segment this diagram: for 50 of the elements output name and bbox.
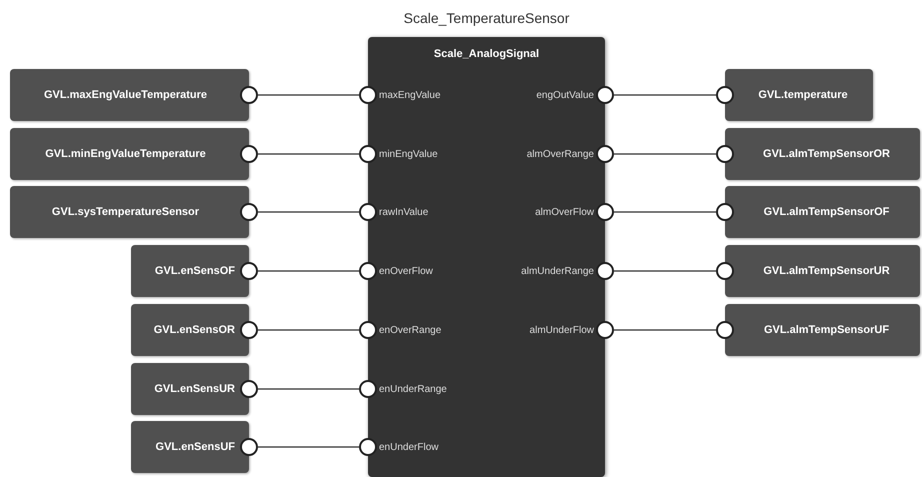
connector-line xyxy=(614,270,716,272)
connector-line xyxy=(258,446,359,448)
variable-name: GVL.temperature xyxy=(758,89,848,101)
connector-line xyxy=(258,270,359,272)
connector-line xyxy=(258,329,359,331)
variable-name: GVL.maxEngValueTemperature xyxy=(44,89,208,101)
pin-label: enUnderFlow xyxy=(379,442,438,452)
variable-name: GVL.minEngValueTemperature xyxy=(45,148,206,160)
variable-name: GVL.enSensOF xyxy=(154,265,235,277)
pin-label: enOverRange xyxy=(379,324,442,336)
connector-line xyxy=(258,153,359,155)
pin-label: engOutValue xyxy=(536,90,594,100)
pin xyxy=(359,380,447,398)
pin xyxy=(359,145,438,163)
pin xyxy=(359,203,428,221)
pin xyxy=(535,203,614,221)
pin-label: maxEngValue xyxy=(379,90,441,100)
connector-line xyxy=(258,388,359,390)
pin-label: minEngValue xyxy=(379,148,438,160)
connector-line xyxy=(614,211,716,213)
pin xyxy=(526,145,614,163)
pin-label: enUnderRange xyxy=(379,384,447,394)
connector-line xyxy=(614,94,716,96)
pin xyxy=(521,262,614,280)
variable-name: GVL.enSensOR xyxy=(154,324,235,336)
pin xyxy=(536,86,614,104)
variable-name: GVL.sysTemperatureSensor xyxy=(52,206,200,218)
pin xyxy=(359,262,433,280)
pin xyxy=(359,86,441,104)
connector-line xyxy=(258,94,359,96)
pin-label: almUnderFlow xyxy=(530,324,594,336)
connector-line xyxy=(258,211,359,213)
diagram-title: Scale_TemperatureSensor xyxy=(402,10,570,26)
connector-line xyxy=(614,329,716,331)
pin xyxy=(359,321,442,339)
pin-label: rawInValue xyxy=(379,206,428,218)
pin-label: almUnderRange xyxy=(521,266,594,276)
variable-name: GVL.almTempSensorOF xyxy=(764,206,890,218)
variable-name: GVL.almTempSensorOR xyxy=(763,148,890,160)
variable-name: GVL.enSensUR xyxy=(154,383,235,395)
variable-name: GVL.enSensUF xyxy=(156,441,235,453)
variable-name: GVL.almTempSensorUR xyxy=(763,265,890,277)
pin xyxy=(530,321,614,339)
pin-label: enOverFlow xyxy=(379,266,433,276)
pin-label: almOverFlow xyxy=(535,206,594,218)
block-name: Scale_AnalogSignal xyxy=(432,48,540,60)
connector-line xyxy=(614,153,716,155)
pin-label: almOverRange xyxy=(526,148,594,160)
variable-name: GVL.almTempSensorUF xyxy=(764,324,890,336)
pin xyxy=(359,438,438,456)
